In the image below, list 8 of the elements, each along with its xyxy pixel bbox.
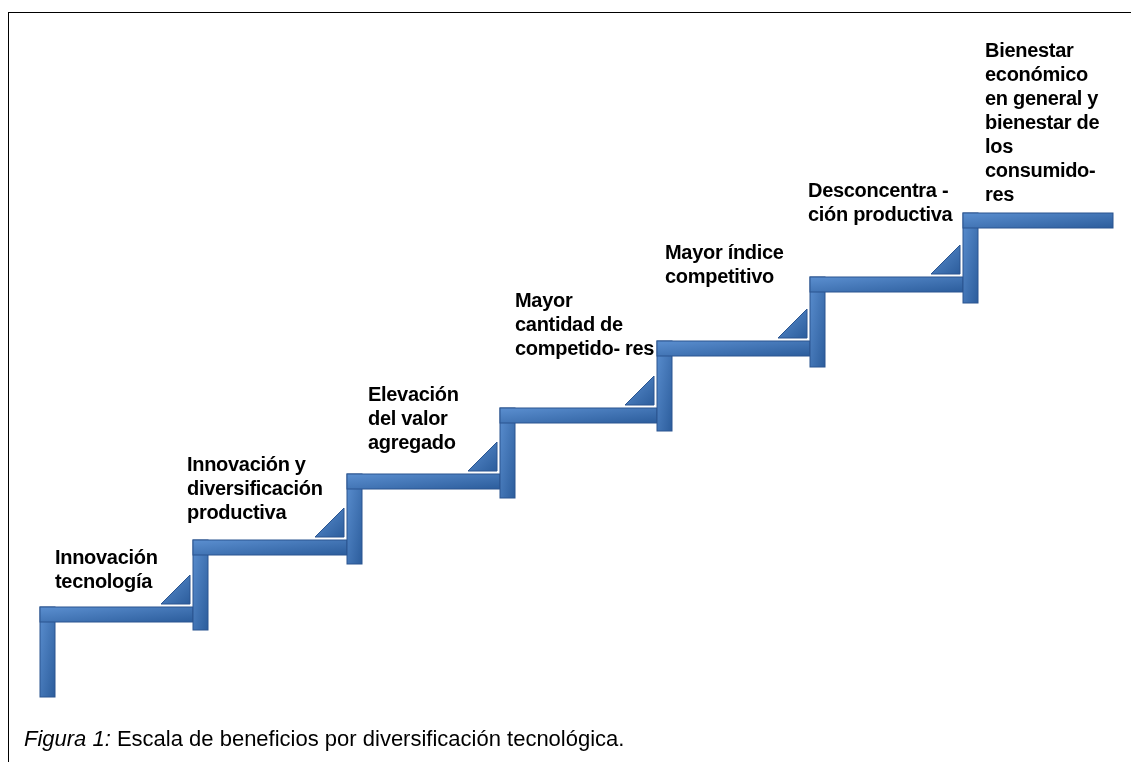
step-label: Desconcentra -ción productiva [808, 178, 968, 226]
step-label: Innovación tecnología [55, 545, 185, 593]
step-label: Mayor cantidad de competido- res [515, 288, 655, 360]
step-label: Elevación del valor agregado [368, 382, 488, 454]
figure-caption: Figura 1: Escala de beneficios por diversificación tecnológica. [24, 726, 625, 752]
step-label: Innovación y diversificación productiva [187, 452, 357, 524]
step-label: Mayor índice competitivo [665, 240, 800, 288]
step-label: Bienestar económico en general y bienestar de los consumido- res [985, 38, 1110, 206]
